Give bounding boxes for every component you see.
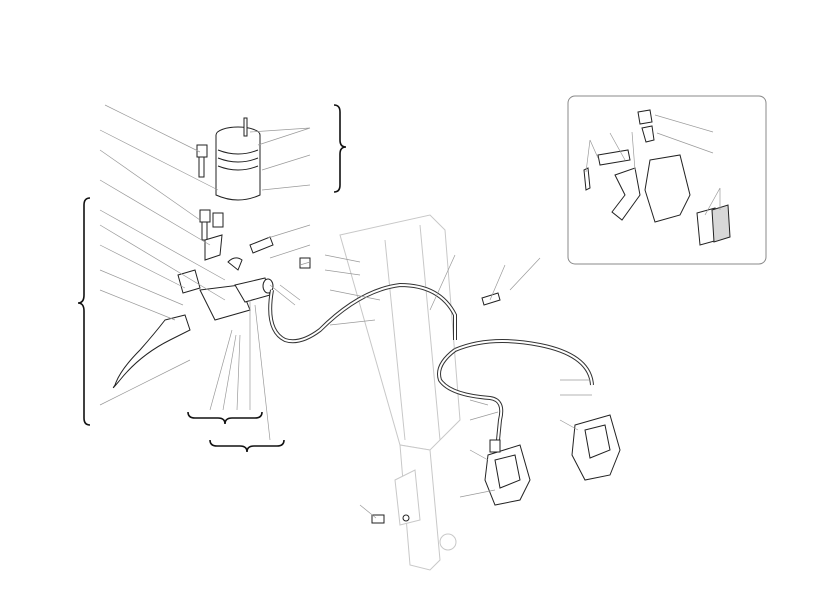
mounting-bolts [196,144,311,269]
front-fork-ghost [339,214,461,571]
caliper-bolt [371,514,410,524]
left-brake-caliper [484,439,531,506]
grouping-braces [77,104,347,453]
brake-hoses [268,282,594,441]
right-brake-caliper [571,414,621,481]
connector-hose [227,236,274,271]
master-cylinder [177,269,274,321]
brake-lever [112,314,191,389]
caliper-detail-inset [567,95,767,265]
brake-fluid-reservoir [215,117,261,201]
leader-lines [99,104,592,519]
